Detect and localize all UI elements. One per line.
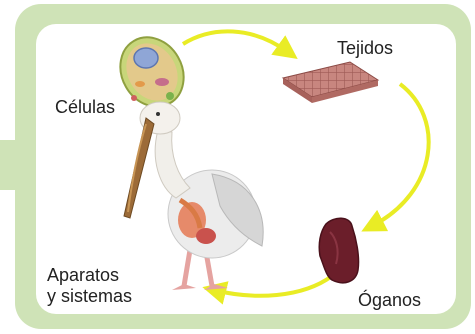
arrow-cells-to-tissues bbox=[181, 29, 298, 60]
cell-illustration-icon bbox=[119, 36, 185, 108]
label-tissues: Tejidos bbox=[337, 38, 394, 58]
arrow-tissues-to-organs bbox=[361, 82, 431, 232]
organ-illustration-icon bbox=[318, 217, 360, 284]
arrow-organs-to-systems bbox=[202, 274, 334, 305]
label-systems: Aparatos y sistemas bbox=[47, 265, 133, 306]
label-cells: Células bbox=[55, 97, 116, 117]
pelican-illustration-icon bbox=[123, 101, 264, 290]
tissue-illustration-icon bbox=[281, 61, 380, 103]
diagram-panel bbox=[36, 24, 456, 314]
label-organs: Óganos bbox=[358, 290, 422, 310]
